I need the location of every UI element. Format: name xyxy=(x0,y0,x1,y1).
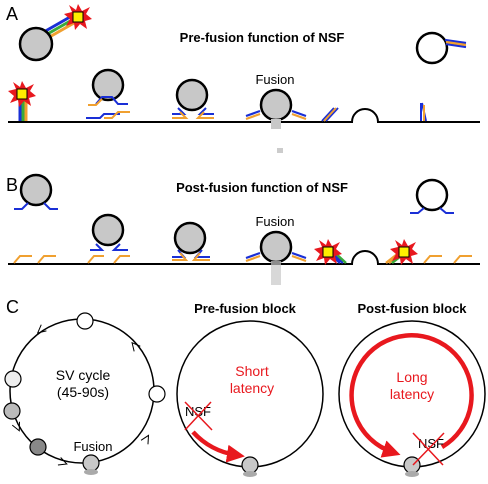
nsf-burst-icon xyxy=(7,80,37,108)
panel-b-title: Post-fusion function of NSF xyxy=(176,180,348,195)
arrow-icon xyxy=(140,432,153,445)
fusion-label: Fusion xyxy=(255,214,294,229)
panel-a-title: Pre-fusion function of NSF xyxy=(180,30,345,45)
vesicle-icon xyxy=(415,178,449,212)
panel-c-letter: C xyxy=(6,297,19,317)
vesicle-icon xyxy=(18,26,54,62)
vesicle-icon xyxy=(173,221,207,255)
short-latency-label-2: latency xyxy=(230,380,274,396)
vesicle-icon xyxy=(415,31,449,65)
long-latency-label: Long xyxy=(396,369,427,385)
sv-cycle-diagram: SV cycle (45-90s) Fusion xyxy=(3,312,166,475)
post-fusion-block-diagram: Post-fusion block Long latency NSF xyxy=(338,301,486,477)
fusion-label: Fusion xyxy=(73,439,112,454)
vesicle-icon xyxy=(91,68,125,102)
vesicle-icon xyxy=(91,213,125,247)
fusion-label: Fusion xyxy=(255,72,294,87)
long-latency-label-2: latency xyxy=(390,386,434,402)
vesicle-icon xyxy=(259,88,293,122)
short-latency-arrow xyxy=(191,430,245,463)
panel-b: B Post-fusion function of NSF Fusion xyxy=(6,173,480,285)
vesicle-icon xyxy=(19,173,53,207)
vesicle-icon xyxy=(259,230,293,264)
divider-tick xyxy=(277,148,283,153)
sv-cycle-duration: (45-90s) xyxy=(57,384,109,400)
plasma-membrane xyxy=(8,108,480,123)
panel-b-letter: B xyxy=(6,175,18,195)
pre-fusion-block-diagram: Pre-fusion block Short latency NSF xyxy=(176,301,324,477)
plasma-membrane xyxy=(8,250,480,265)
post-block-title: Post-fusion block xyxy=(357,301,467,316)
vesicle-icon xyxy=(175,78,209,112)
panel-a-letter: A xyxy=(6,4,18,24)
pre-block-title: Pre-fusion block xyxy=(194,301,297,316)
panel-a: A Pre-fusion function of NSF xyxy=(6,3,480,153)
cross-mark-icon xyxy=(412,432,445,466)
sv-cycle-label: SV cycle xyxy=(56,367,111,383)
cross-mark-icon xyxy=(184,401,213,431)
long-latency-arrow xyxy=(349,333,474,458)
panel-c: C SV cycle (45-90s) Fusion Pre-fusion bl… xyxy=(3,297,486,477)
short-latency-label: Short xyxy=(235,363,269,379)
